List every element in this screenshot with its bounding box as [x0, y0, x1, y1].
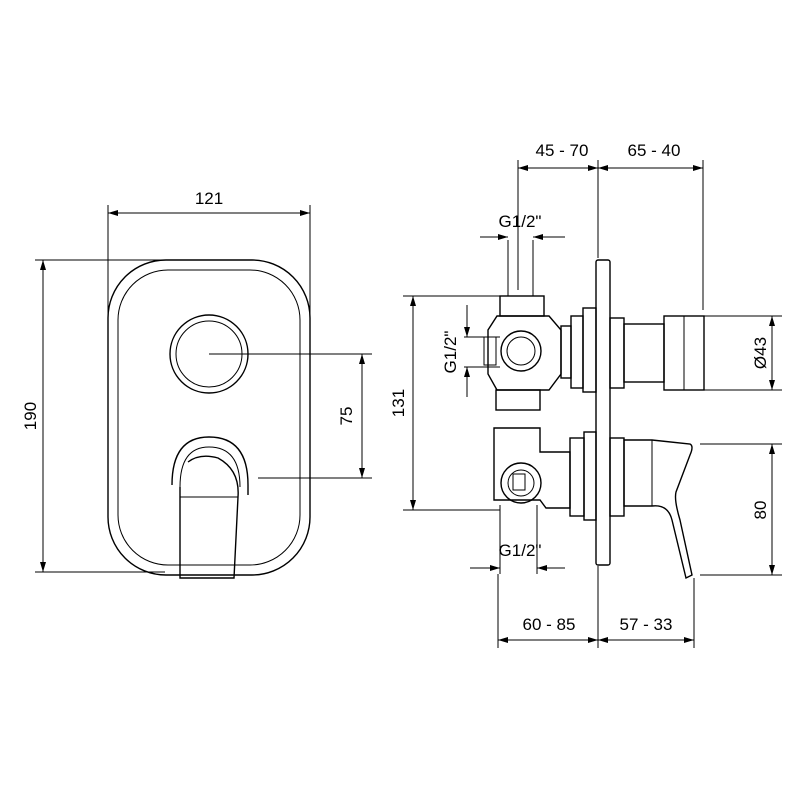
side-view: 45 - 70 65 - 40 G1/2" G1/2" — [389, 141, 782, 648]
spacing-label: 75 — [337, 407, 356, 426]
width-dimension: 121 — [107, 189, 311, 330]
front-view: 121 190 75 — [21, 189, 372, 579]
body-height-label: 131 — [389, 389, 408, 417]
bottom-thread-dimension: G1/2" — [470, 505, 565, 574]
diameter-dimension: Ø43 — [704, 315, 782, 391]
mixer-lever — [171, 436, 249, 579]
lever-height-dimension: 80 — [700, 443, 782, 576]
top-range-dimensions: 45 - 70 65 - 40 — [517, 141, 704, 310]
width-label: 121 — [195, 189, 223, 208]
side-thread-label: G1/2" — [441, 331, 460, 374]
wall-plate — [595, 259, 611, 566]
bottom-left-range-label: 60 - 85 — [523, 615, 576, 634]
top-left-range-label: 45 - 70 — [536, 141, 589, 160]
top-thread-dimension: G1/2" — [480, 212, 565, 296]
spacing-dimension: 75 — [209, 353, 372, 479]
diameter-label: Ø43 — [751, 337, 770, 369]
height-label: 190 — [21, 402, 40, 430]
bottom-right-range-label: 57 - 33 — [620, 615, 673, 634]
bottom-thread-label: G1/2" — [499, 541, 542, 560]
side-thread-dimension: G1/2" — [441, 305, 500, 397]
top-thread-label: G1/2" — [499, 212, 542, 231]
mixer-body — [493, 427, 693, 580]
cover-plate-inner — [117, 269, 301, 566]
cover-plate-outer — [107, 259, 311, 576]
bottom-range-dimensions: 60 - 85 57 - 33 — [497, 566, 695, 648]
body-height-dimension: 131 — [389, 295, 500, 511]
height-dimension: 190 — [21, 259, 165, 573]
top-right-range-label: 65 - 40 — [628, 141, 681, 160]
lever-height-label: 80 — [751, 501, 770, 520]
diverter-body — [483, 295, 705, 411]
